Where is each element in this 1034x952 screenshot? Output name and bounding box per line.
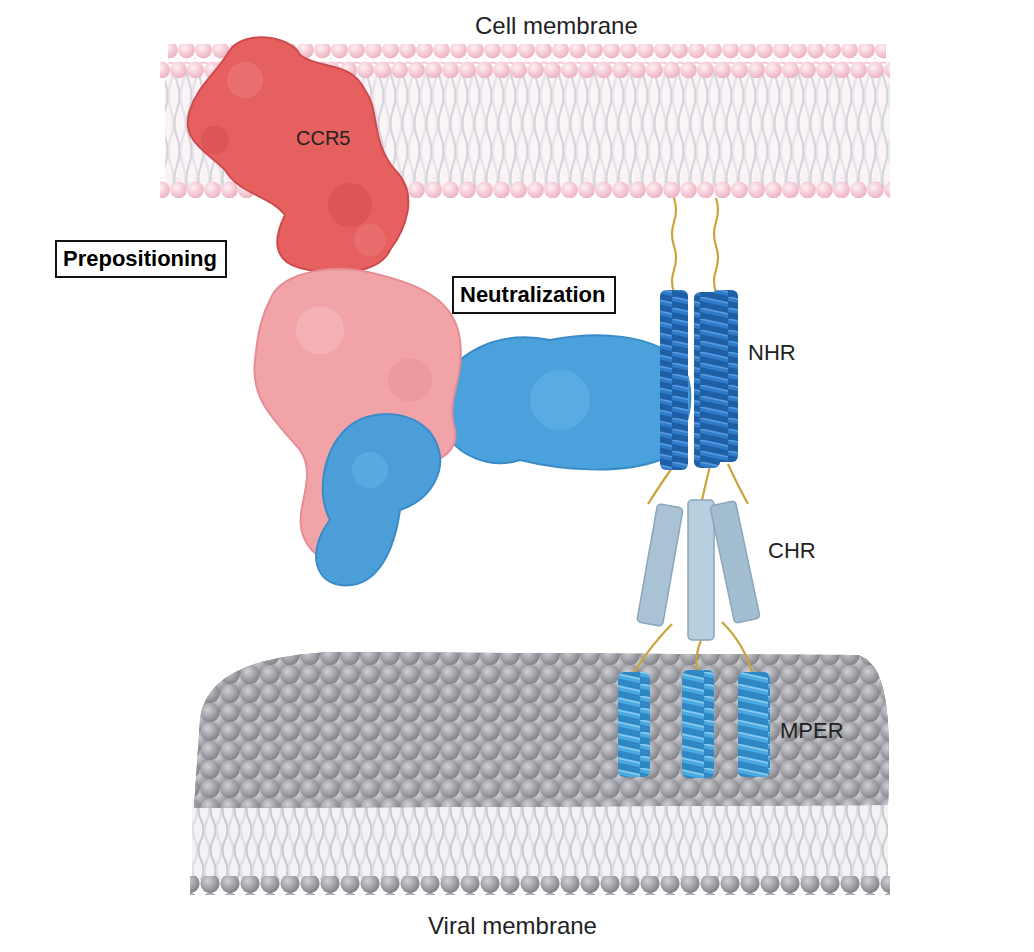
receptor-texture xyxy=(354,224,386,256)
linker xyxy=(728,464,748,504)
viral-membrane xyxy=(190,645,895,895)
box-text: Neutralization xyxy=(460,281,608,309)
linker xyxy=(634,624,672,672)
domain-label: NHR xyxy=(748,340,796,366)
chr-helix xyxy=(688,500,714,640)
nhr-helix xyxy=(660,290,688,470)
protein-label: CCR5 xyxy=(296,126,350,150)
receptor-texture xyxy=(201,126,229,154)
linker xyxy=(697,640,702,670)
domain-label: MPER xyxy=(780,718,844,744)
domain-label: CHR xyxy=(768,538,816,564)
nhr-helix xyxy=(694,292,720,468)
antibody-texture xyxy=(296,306,344,354)
mper-helix xyxy=(738,672,770,777)
gp41-protein xyxy=(618,198,770,778)
lipid-heads xyxy=(190,876,890,895)
linker xyxy=(648,468,672,504)
bispecific-antibody xyxy=(254,269,690,585)
receptor-texture xyxy=(227,62,263,98)
linker xyxy=(702,466,710,500)
ccr5-receptor xyxy=(188,37,409,272)
antibody-texture xyxy=(352,452,388,488)
mper-helix xyxy=(682,670,714,778)
membrane-label: Viral membrane xyxy=(428,912,597,941)
linker xyxy=(672,198,676,292)
lipid-tails xyxy=(192,800,888,880)
antibody-arm xyxy=(435,335,690,469)
surface-ground xyxy=(190,645,895,815)
chr-helix xyxy=(637,504,683,627)
receptor-texture xyxy=(328,183,372,227)
mper-helix xyxy=(618,672,650,777)
receptor-body xyxy=(188,37,409,272)
lipid-surface xyxy=(190,645,895,815)
box-text: Prepositioning xyxy=(63,245,219,273)
lipid-heads xyxy=(190,645,895,815)
caption-box: Neutralization xyxy=(452,276,616,314)
antibody-texture xyxy=(388,358,432,402)
antibody-light-chain xyxy=(316,414,440,585)
antibody-texture xyxy=(530,370,590,430)
chr-helix xyxy=(710,501,760,624)
membrane-label: Cell membrane xyxy=(475,12,638,41)
caption-box: Prepositioning xyxy=(55,240,227,278)
lipid-heads xyxy=(190,645,895,815)
linker xyxy=(722,622,752,672)
linker xyxy=(714,198,718,292)
